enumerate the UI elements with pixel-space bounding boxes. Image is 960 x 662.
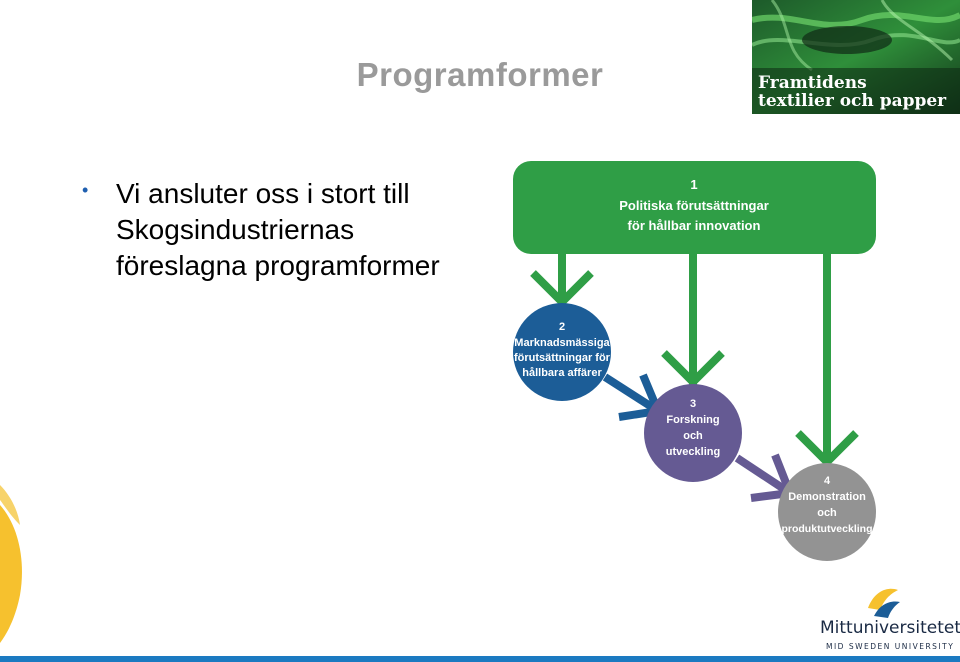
- node-3-line1: Forskning: [666, 414, 719, 426]
- university-emblem-icon: [868, 588, 900, 618]
- bullet-line: Skogsindustriernas: [116, 214, 355, 245]
- yellow-decoration: [0, 485, 22, 643]
- logo-line-1: Framtidens: [758, 73, 867, 93]
- box-1: [513, 161, 876, 254]
- bullet-item: Vi ansluter oss i stort till Skogsindust…: [116, 176, 440, 284]
- node-3-line2: och: [683, 430, 703, 442]
- bullet-line: Vi ansluter oss i stort till: [116, 178, 410, 209]
- node-2: [513, 303, 611, 401]
- bullet-line: föreslagna programformer: [116, 250, 440, 281]
- node-2-line2: förutsättningar för: [514, 352, 611, 364]
- box-1-line2: för hållbar innovation: [628, 218, 761, 233]
- box-1-number: 1: [690, 177, 697, 192]
- node-3-line3: utveckling: [666, 446, 720, 458]
- node-3-number: 3: [690, 398, 696, 410]
- mittuniversitetet-logo: Mittuniversitetet MID SWEDEN UNIVERSITY: [812, 586, 960, 656]
- arrow-box1-to-node3: [661, 254, 725, 388]
- footer-bar: [0, 656, 960, 662]
- bullet-marker: •: [82, 180, 89, 200]
- green-texture-image: [752, 0, 960, 114]
- arrow-node3-to-node4: [734, 453, 796, 502]
- node-3: [644, 384, 742, 482]
- node-4-line3: produktutveckling: [781, 523, 872, 535]
- arrow-box1-to-node2: [530, 254, 594, 308]
- logo-line-2: textilier och papper: [758, 91, 947, 111]
- university-subtitle: MID SWEDEN UNIVERSITY: [826, 642, 955, 651]
- node-4-line1: Demonstration: [788, 491, 866, 503]
- university-name: Mittuniversitetet: [820, 618, 960, 638]
- node-4: [778, 463, 876, 561]
- framtidens-logo: Framtidens textilier och papper: [752, 0, 960, 114]
- node-4-line2: och: [817, 507, 837, 519]
- node-2-line1: Marknadsmässiga: [514, 337, 610, 349]
- node-2-number: 2: [559, 321, 565, 333]
- slide-title: Programformer: [356, 56, 604, 93]
- box-1-line1: Politiska förutsättningar: [619, 198, 769, 213]
- node-2-line3: hållbara affärer: [522, 367, 602, 379]
- arrow-box1-to-node4: [795, 254, 859, 468]
- node-4-number: 4: [824, 475, 831, 487]
- program-diagram: 1 Politiska förutsättningar för hållbar …: [513, 161, 876, 561]
